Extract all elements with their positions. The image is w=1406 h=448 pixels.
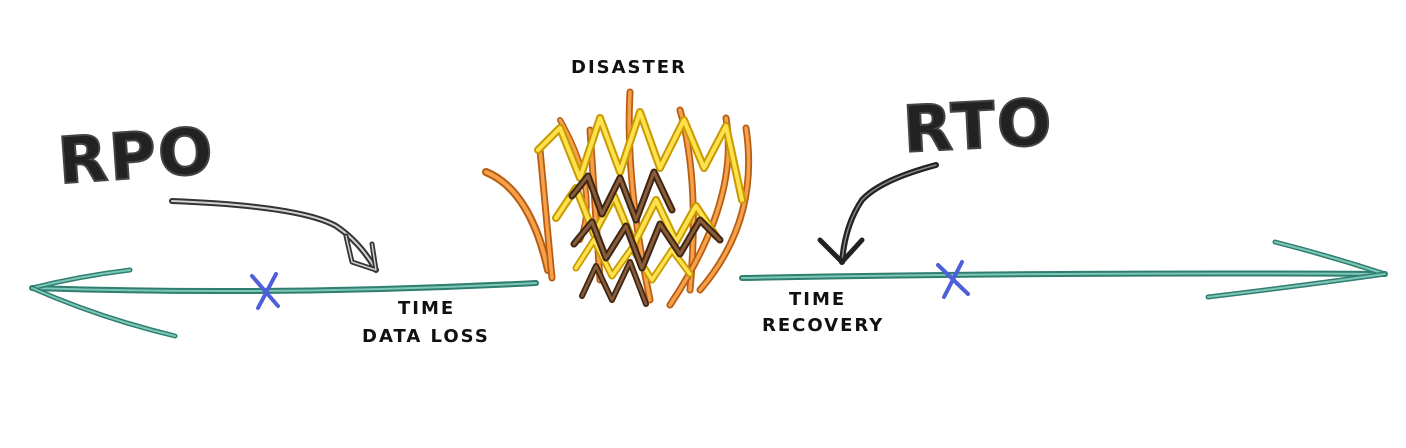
left-timeline-arrow (29, 267, 539, 339)
right-time-label: TIME (789, 289, 847, 310)
rpo-pointer-arrow (169, 198, 379, 273)
rpo-marker-x (250, 272, 280, 310)
rto-pointer-arrow (817, 162, 939, 265)
rpo-label: RPO (55, 114, 218, 201)
disaster-flame-icon (482, 88, 753, 309)
disaster-label: DISASTER (571, 57, 687, 78)
rto-marker-x (936, 260, 970, 299)
right-timeline-arrow (739, 239, 1388, 300)
rto-label: RTO (900, 85, 1056, 169)
recovery-label: RECOVERY (762, 315, 885, 336)
left-time-label: TIME (398, 298, 456, 319)
data-loss-label: DATA LOSS (362, 326, 490, 347)
